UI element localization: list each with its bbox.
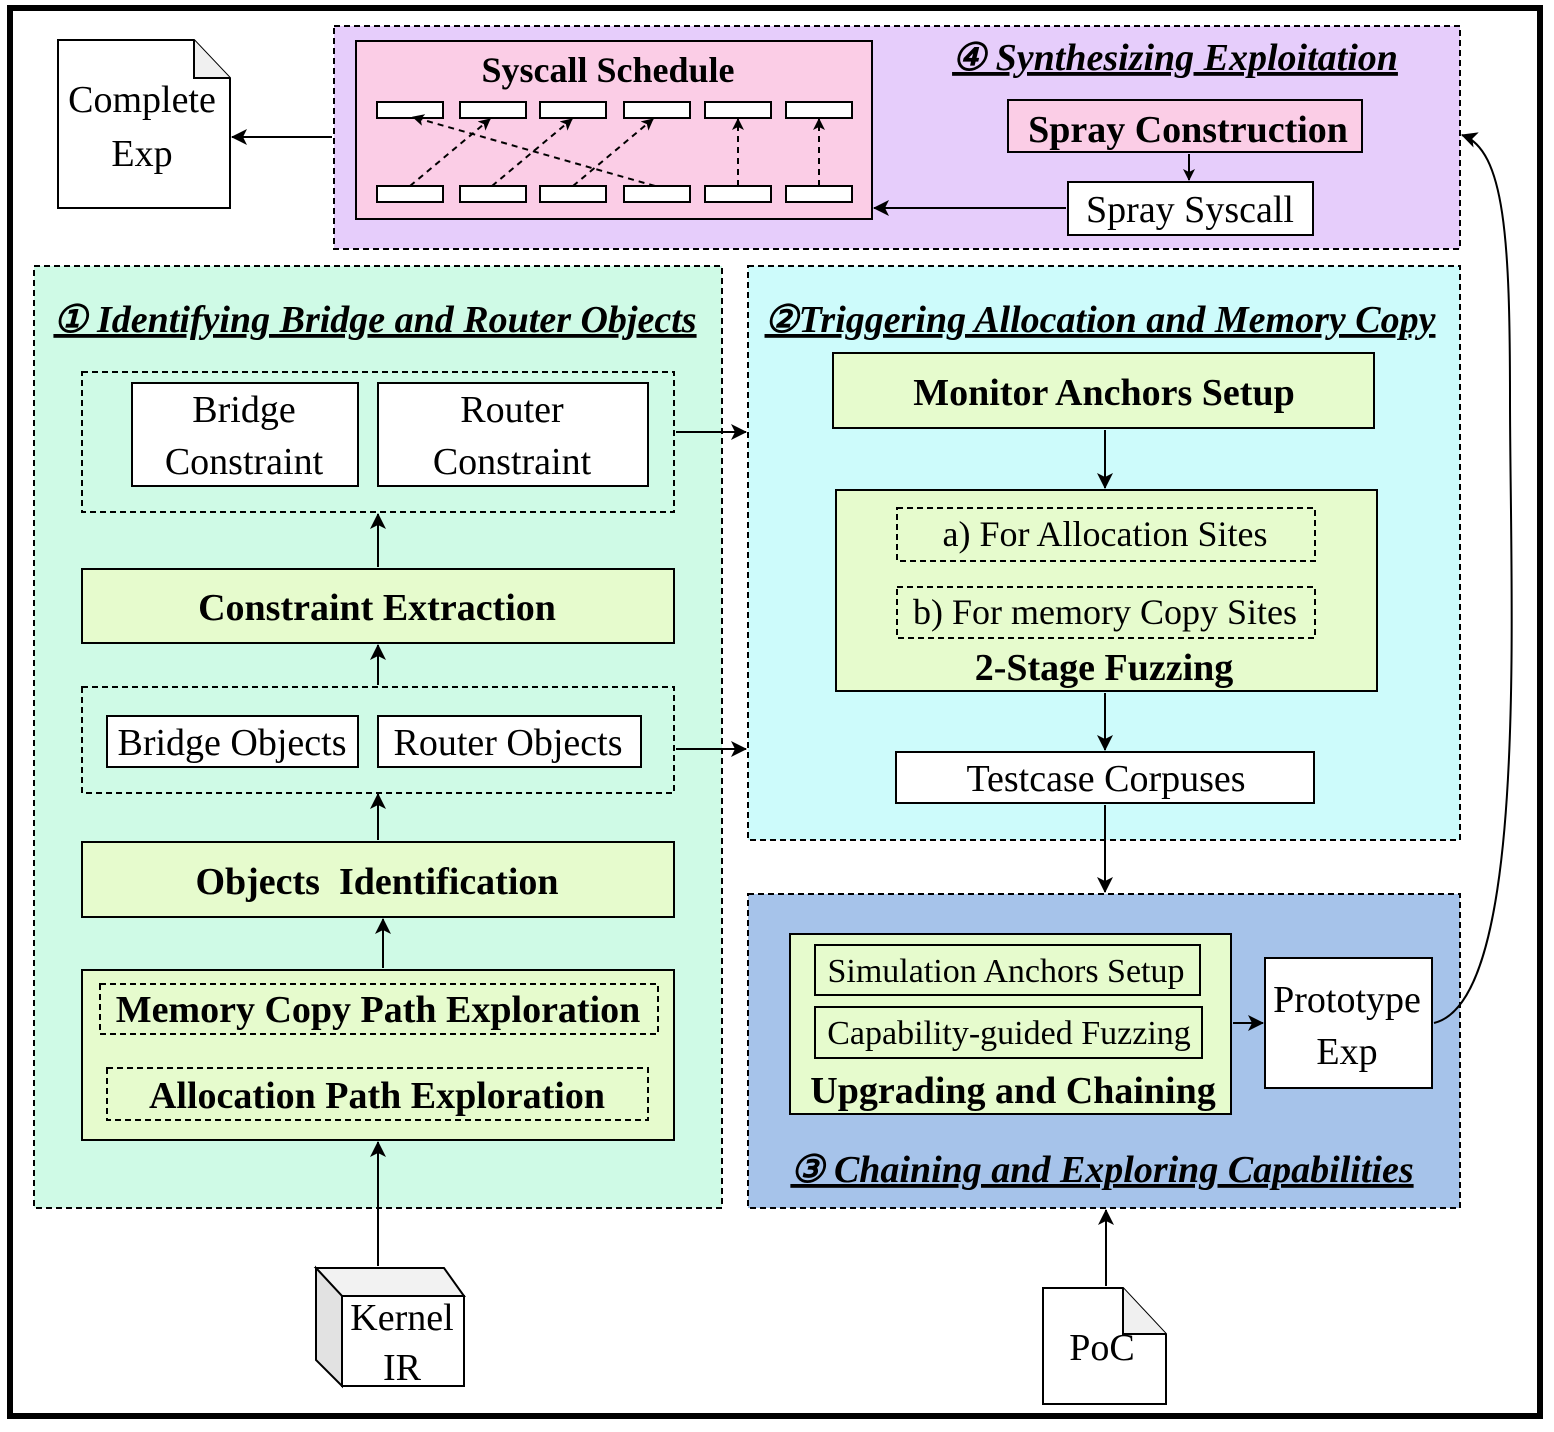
kernel-ir-line2: IR xyxy=(383,1347,422,1389)
simulation-anchors-box xyxy=(814,944,1201,996)
objects-identification-box xyxy=(81,841,675,918)
path-exploration-box xyxy=(81,969,675,1141)
stage1-title: ① Identifying Bridge and Router Objects xyxy=(53,299,696,341)
alloc-sites-box xyxy=(896,507,1316,562)
capability-fuzzing-box xyxy=(814,1006,1203,1059)
connectors xyxy=(231,129,1513,1286)
stage2-title: ②Triggering Allocation and Memory Copy xyxy=(765,299,1436,341)
router-constraint-line2: Constraint xyxy=(433,441,592,483)
schedule-slot-bottom-6 xyxy=(785,185,853,203)
monitor-anchors-box xyxy=(832,352,1375,429)
stage4-title: ④ Synthesizing Exploitation xyxy=(952,37,1398,79)
simulation-anchors-label: Simulation Anchors Setup xyxy=(828,953,1185,990)
upgrading-chaining-label: Upgrading and Chaining xyxy=(810,1070,1216,1112)
memory-copy-path-label: Memory Copy Path Exploration xyxy=(116,989,641,1031)
arrow-prototype-to-stage4 xyxy=(1433,132,1513,1024)
schedule-slot-bottom-2 xyxy=(459,185,527,203)
schedule-slot-top-1 xyxy=(376,101,444,119)
schedule-slot-top-5 xyxy=(704,101,772,119)
router-objects-label: Router Objects xyxy=(393,722,622,764)
memcopy-sites-label: b) For memory Copy Sites xyxy=(913,592,1297,632)
schedule-slot-bottom-3 xyxy=(539,185,607,203)
bridge-constraint-box xyxy=(131,382,359,487)
schedule-slot-top-3 xyxy=(539,101,607,119)
bridge-constraint-line1: Bridge xyxy=(192,389,295,431)
spray-construction-box xyxy=(1007,99,1363,153)
two-stage-fuzzing-box xyxy=(835,489,1378,692)
prototype-exp-line2: Exp xyxy=(1316,1031,1377,1073)
bridge-objects-label: Bridge Objects xyxy=(117,722,346,764)
poc-label: PoC xyxy=(1069,1327,1134,1369)
spray-construction-label: Spray Construction xyxy=(1028,109,1348,151)
constraint-extraction-label: Constraint Extraction xyxy=(198,587,556,629)
stage3-title: ③ Chaining and Exploring Capabilities xyxy=(790,1149,1413,1191)
router-constraint-box xyxy=(377,382,649,487)
testcase-corpuses-label: Testcase Corpuses xyxy=(966,758,1245,800)
objects-identification-label: Objects Identification xyxy=(195,861,558,903)
router-constraint-line1: Router xyxy=(460,389,564,431)
schedule-slot-top-4 xyxy=(623,101,691,119)
poc-fold xyxy=(1122,1288,1166,1335)
router-objects-box xyxy=(377,715,642,768)
memory-copy-path-box xyxy=(99,983,659,1035)
prototype-exp-line1: Prototype xyxy=(1273,979,1421,1021)
constraints-group xyxy=(81,371,675,513)
syscall-slots xyxy=(376,101,853,203)
bridge-constraint-line2: Constraint xyxy=(165,441,324,483)
testcase-corpuses-box xyxy=(895,751,1315,804)
complete-exp-document xyxy=(57,39,231,209)
spray-syscall-box xyxy=(1067,181,1314,236)
constraint-extraction-box xyxy=(81,568,675,644)
upgrading-chaining-box xyxy=(789,933,1232,1115)
schedule-slot-top-6 xyxy=(785,101,853,119)
schedule-slot-top-2 xyxy=(459,101,527,119)
kernel-ir-box xyxy=(341,1295,465,1387)
schedule-slot-bottom-1 xyxy=(376,185,444,203)
schedule-link-4 xyxy=(412,114,656,187)
complete-exp-fold xyxy=(193,40,230,79)
allocation-path-box xyxy=(106,1067,649,1121)
spray-syscall-label: Spray Syscall xyxy=(1086,189,1294,231)
schedule-slot-bottom-4 xyxy=(623,185,691,203)
memcopy-sites-box xyxy=(896,586,1316,639)
alloc-sites-label: a) For Allocation Sites xyxy=(943,514,1268,554)
schedule-slot-bottom-5 xyxy=(704,185,772,203)
syscall-schedule-label: Syscall Schedule xyxy=(481,50,734,90)
complete-exp-label-line1: Complete xyxy=(68,79,216,121)
allocation-path-label: Allocation Path Exploration xyxy=(149,1075,605,1117)
monitor-anchors-label: Monitor Anchors Setup xyxy=(913,372,1294,414)
kernel-ir-line1: Kernel xyxy=(350,1297,453,1339)
complete-exp-label-line2: Exp xyxy=(111,133,172,175)
two-stage-fuzzing-label: 2-Stage Fuzzing xyxy=(975,647,1234,689)
capability-fuzzing-label: Capability-guided Fuzzing xyxy=(827,1015,1191,1052)
prototype-exp-box xyxy=(1264,957,1433,1089)
bridge-objects-box xyxy=(106,715,359,768)
